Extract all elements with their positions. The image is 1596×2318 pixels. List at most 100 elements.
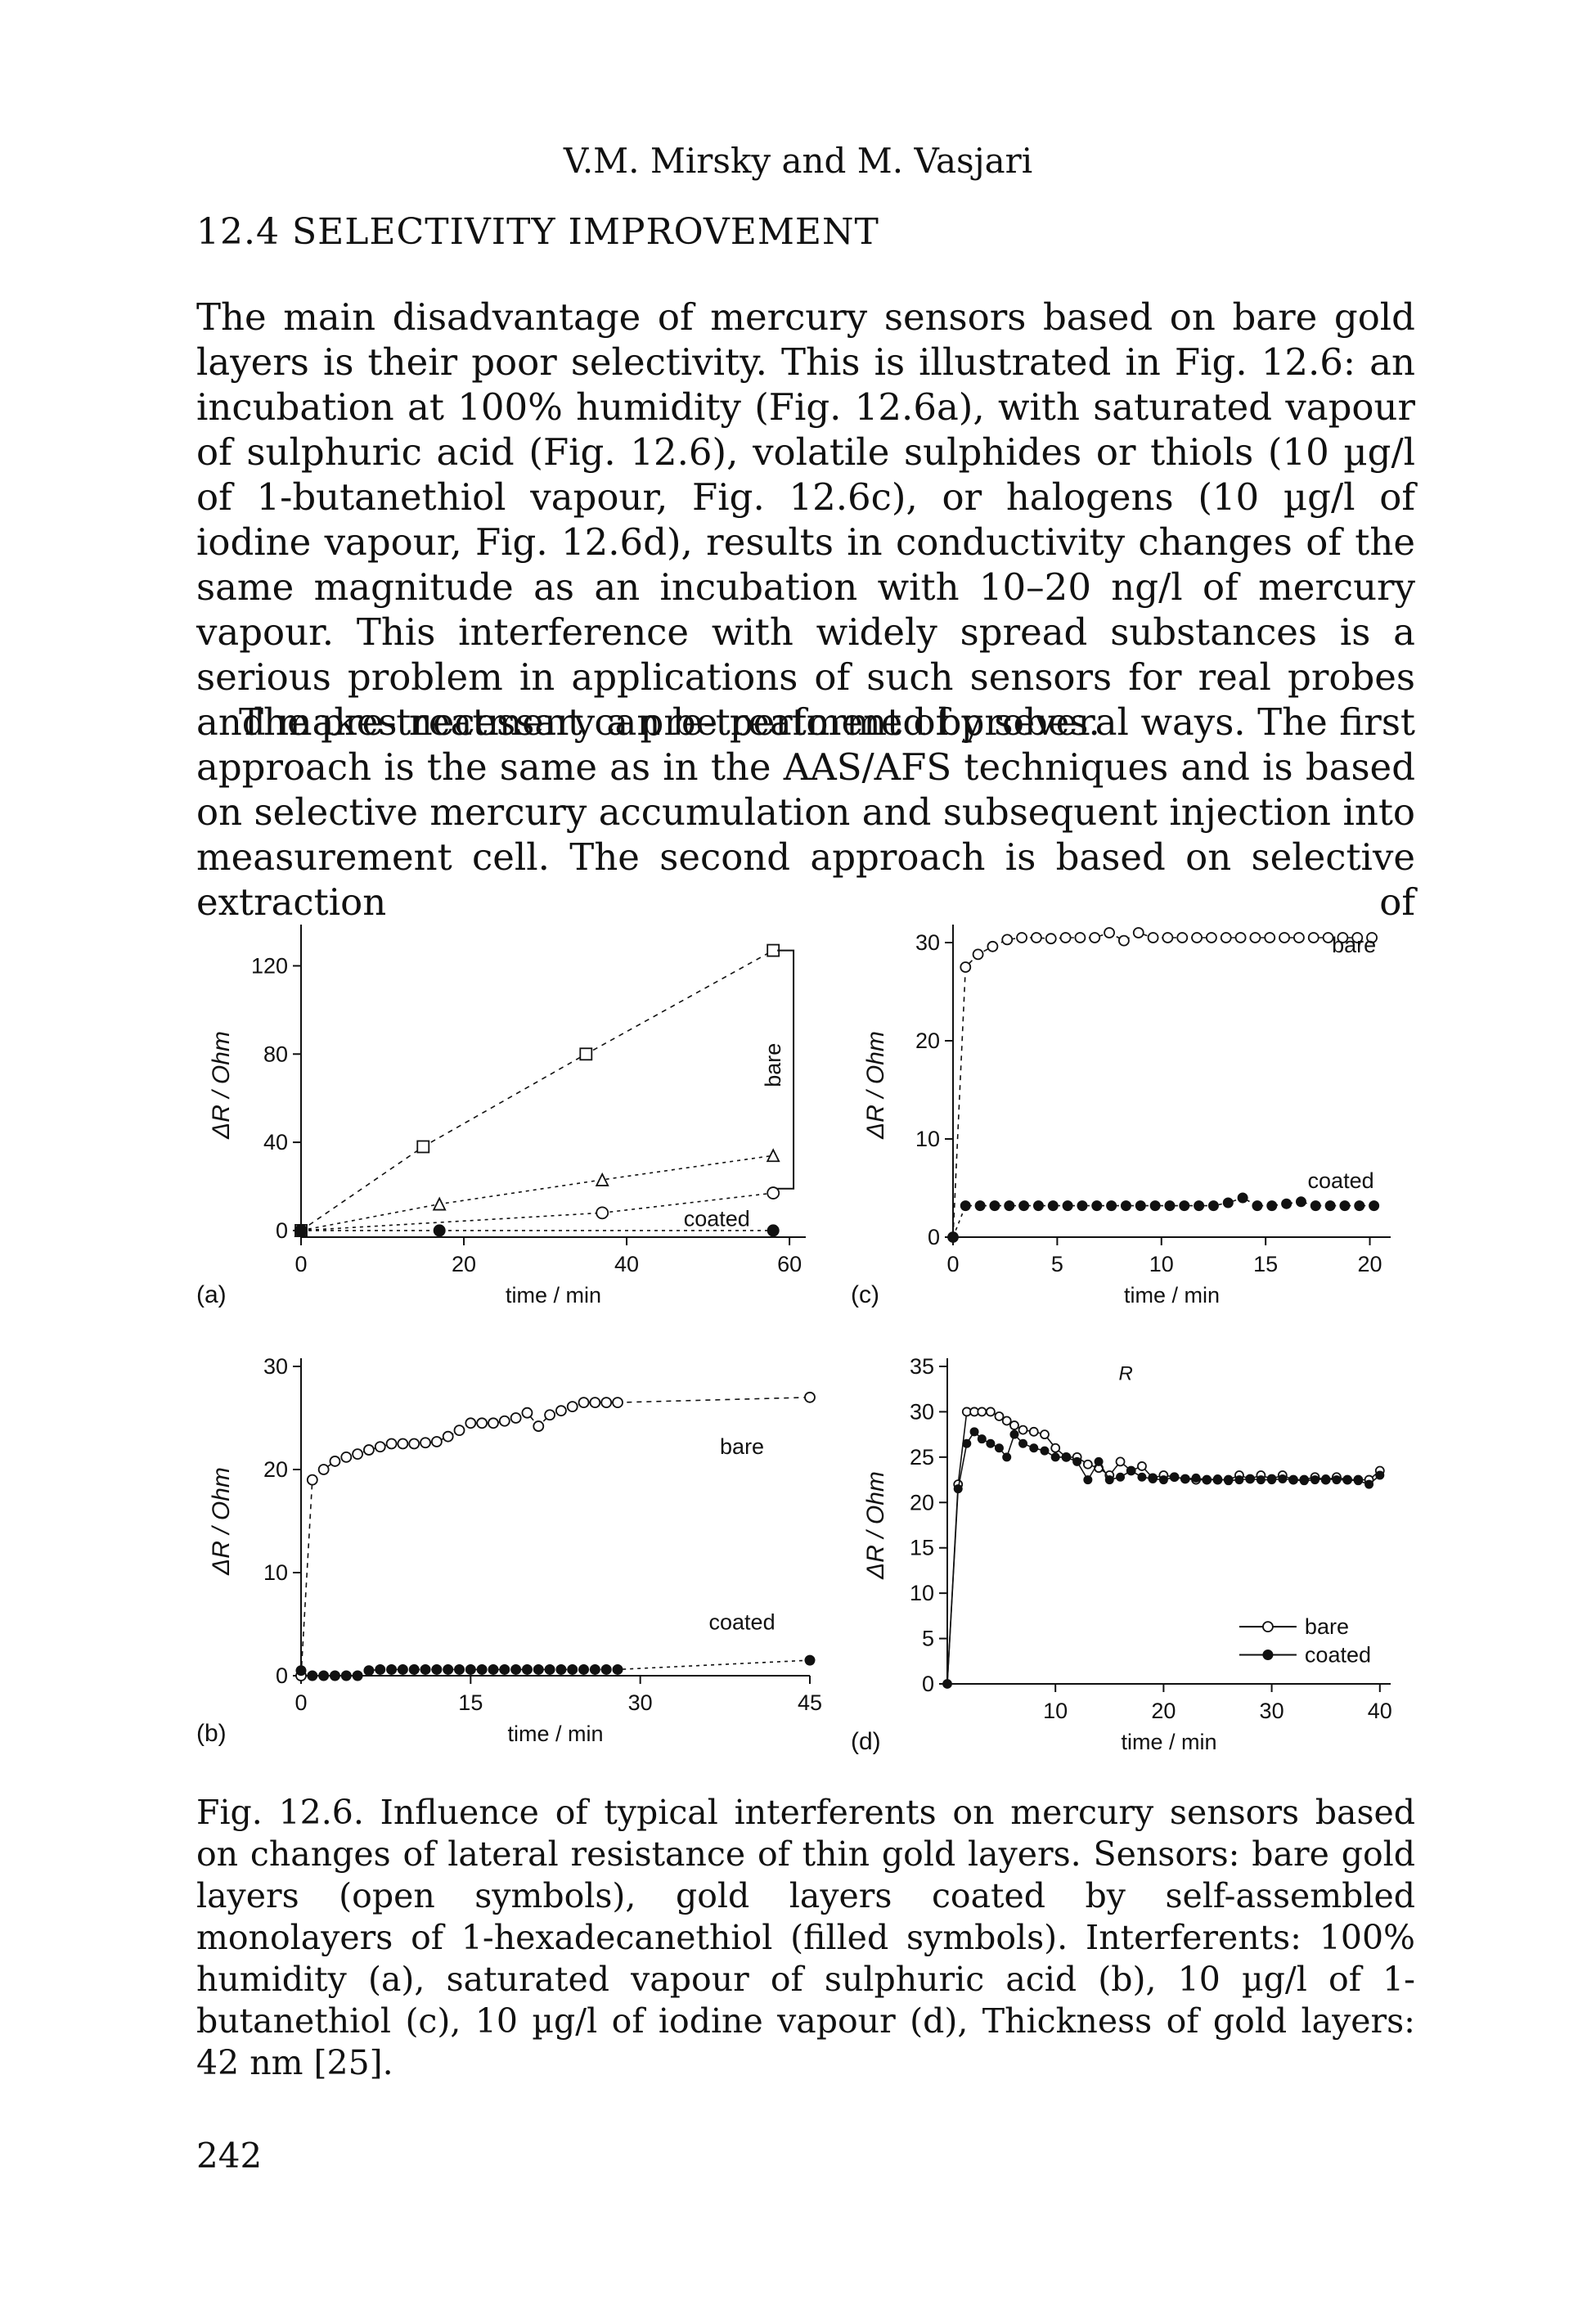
y-tick-label: 10 xyxy=(263,1560,288,1585)
data-point xyxy=(1264,932,1276,943)
data-point xyxy=(1104,1475,1114,1485)
panel-label: (a) xyxy=(196,1281,227,1308)
x-tick-label: 20 xyxy=(1151,1699,1176,1723)
data-point xyxy=(374,1441,386,1453)
x-tick-label: 5 xyxy=(1051,1252,1063,1276)
data-point xyxy=(767,943,780,957)
data-point xyxy=(1009,1420,1019,1430)
y-tick-label: 10 xyxy=(910,1581,934,1605)
data-point xyxy=(1126,1465,1136,1475)
data-point xyxy=(1002,1452,1012,1462)
panel-label: (b) xyxy=(196,1720,227,1747)
x-tick-label: 40 xyxy=(614,1252,639,1276)
data-point xyxy=(600,1397,613,1408)
data-point xyxy=(533,1420,545,1432)
data-point xyxy=(499,1663,510,1675)
y-tick-label: 0 xyxy=(928,1225,940,1249)
data-point xyxy=(942,1679,952,1689)
y-tick-label: 80 xyxy=(263,1042,288,1066)
data-point xyxy=(1299,1476,1309,1486)
data-point xyxy=(985,1407,996,1417)
data-point xyxy=(566,1401,578,1413)
data-point xyxy=(1083,1475,1093,1485)
data-point xyxy=(1050,1443,1061,1453)
data-point xyxy=(430,1436,443,1447)
data-point xyxy=(767,1224,780,1237)
data-point xyxy=(1307,932,1320,943)
data-point xyxy=(1245,1474,1255,1483)
data-point xyxy=(1310,1200,1321,1212)
x-tick-label: 30 xyxy=(628,1690,653,1715)
data-point xyxy=(363,1665,375,1677)
data-point xyxy=(1106,1200,1117,1212)
data-point xyxy=(1120,1200,1131,1212)
data-point xyxy=(329,1456,341,1467)
data-point xyxy=(994,1411,1005,1421)
body-paragraph-1: The main disadvantage of mercury sensors… xyxy=(196,295,1415,745)
x-tick-label: 15 xyxy=(1253,1252,1278,1276)
data-point xyxy=(340,1670,352,1681)
data-point xyxy=(1001,934,1014,946)
x-tick-label: 0 xyxy=(946,1252,959,1276)
data-point xyxy=(1176,932,1189,943)
x-axis-label: time / min xyxy=(506,1283,601,1308)
data-point xyxy=(766,1148,780,1163)
data-point xyxy=(578,1663,590,1675)
data-point xyxy=(1364,1479,1374,1489)
data-point xyxy=(1191,1473,1201,1483)
section-title: 12.4 SELECTIVITY IMPROVEMENT xyxy=(196,211,879,253)
data-point xyxy=(1310,1475,1320,1485)
legend-marker-coated xyxy=(1262,1650,1274,1661)
data-point xyxy=(804,1654,816,1666)
data-point xyxy=(1047,1200,1059,1212)
data-point xyxy=(1375,1470,1385,1480)
data-point xyxy=(947,1231,959,1243)
data-point xyxy=(1018,1425,1028,1435)
data-point xyxy=(465,1417,477,1429)
data-point xyxy=(804,1391,816,1403)
data-point xyxy=(555,1405,567,1417)
data-point xyxy=(420,1437,431,1449)
data-point xyxy=(1135,1200,1146,1212)
x-tick-label: 0 xyxy=(294,1252,307,1276)
body-paragraph-2: The pre-treatment can be performed by se… xyxy=(196,700,1415,925)
data-point xyxy=(1332,1475,1342,1485)
data-point xyxy=(1354,1200,1365,1212)
running-header: V.M. Mirsky and M. Vasjari xyxy=(563,141,1033,181)
x-tick-label: 20 xyxy=(452,1252,476,1276)
paragraph-text: The pre-treatment can be performed by se… xyxy=(196,700,1415,924)
paragraph-text: The main disadvantage of mercury sensors… xyxy=(196,295,1415,744)
data-point xyxy=(555,1663,567,1675)
data-point xyxy=(1267,1475,1277,1485)
data-point xyxy=(1031,932,1042,943)
data-point xyxy=(1029,1443,1039,1453)
data-point xyxy=(1351,932,1364,943)
data-point xyxy=(977,1407,987,1417)
data-point xyxy=(432,1196,447,1211)
data-point xyxy=(1137,1472,1147,1482)
data-point xyxy=(994,1443,1004,1453)
data-point xyxy=(386,1663,398,1675)
data-point xyxy=(767,1186,780,1200)
y-tick-label: 0 xyxy=(276,1218,288,1243)
y-tick-label: 30 xyxy=(263,1354,288,1379)
data-point xyxy=(589,1397,601,1408)
data-point xyxy=(488,1417,499,1429)
data-point xyxy=(1202,1475,1212,1485)
data-point xyxy=(1148,1474,1158,1483)
data-point xyxy=(295,1665,307,1677)
y-tick-label: 40 xyxy=(263,1130,288,1154)
legend-marker-bare xyxy=(1262,1621,1274,1633)
data-point xyxy=(1032,1200,1044,1212)
series-label-bare: bare xyxy=(1332,933,1376,957)
data-point xyxy=(306,1474,318,1486)
data-point xyxy=(1018,1438,1028,1448)
y-tick-label: 20 xyxy=(263,1457,288,1482)
data-point xyxy=(600,1663,612,1675)
data-point xyxy=(1179,1200,1190,1212)
x-axis-label: time / min xyxy=(1121,1730,1216,1754)
figure-caption: Fig. 12.6. Influence of typical interfer… xyxy=(196,1793,1415,2082)
